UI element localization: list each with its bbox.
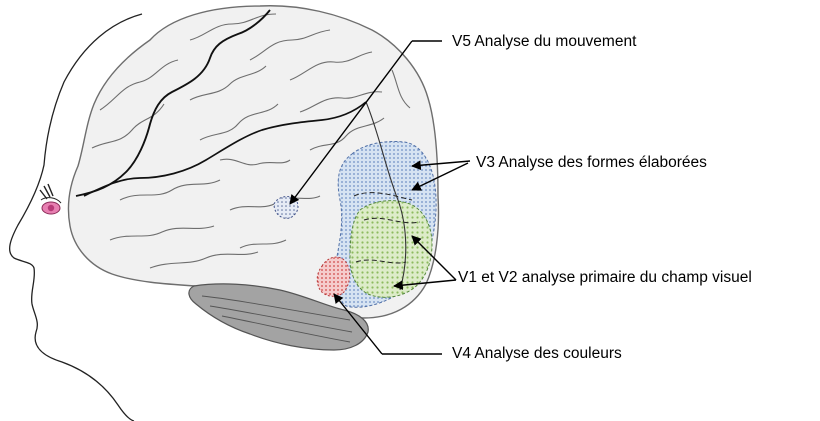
central-sulcus [75, 9, 271, 197]
cerebellum-folia [201, 295, 353, 343]
calcarine-lines [353, 192, 421, 264]
label-v4: V4 Analyse des couleurs [452, 345, 622, 362]
label-v3: V3 Analyse des formes élaborées [476, 154, 707, 171]
label-v5: V5 Analyse du mouvement [452, 33, 637, 50]
head-profile-outline [8, 13, 143, 421]
leader-lines [289, 40, 471, 355]
eye-icon [39, 183, 62, 215]
brain-sulci [91, 13, 411, 269]
lateral-fissure [83, 101, 367, 197]
area-v1-v2 [349, 200, 433, 298]
area-v4 [316, 256, 351, 297]
label-v1-v2: V1 et V2 analyse primaire du champ visue… [458, 269, 752, 286]
midline [365, 101, 407, 291]
